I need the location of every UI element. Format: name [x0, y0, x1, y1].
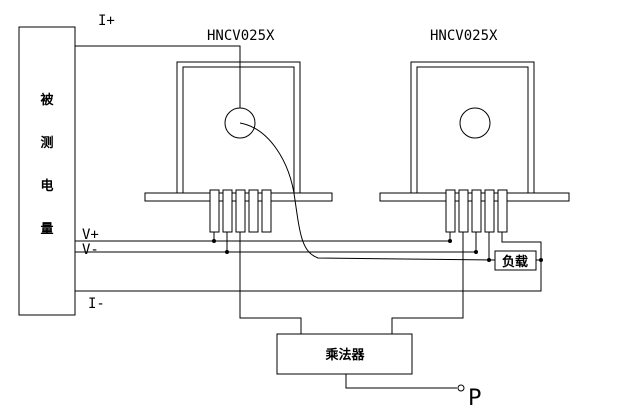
measured-quantity-char-2: 测 — [40, 135, 53, 151]
sensor-left-label: HNCV025X — [207, 28, 275, 44]
sensor-left-housing — [176, 61, 301, 195]
sensor-right-pin-2 — [458, 189, 469, 233]
sensor-left-pin-2 — [222, 189, 233, 233]
sensor-left-pin-4 — [248, 189, 259, 233]
current-plus-label: I+ — [98, 13, 115, 29]
junction-dot — [487, 258, 491, 262]
sensor-right-label: HNCV025X — [430, 28, 498, 44]
sensor-left-pin-1 — [209, 189, 220, 233]
sensor-right-hole — [459, 107, 491, 139]
sensor-left — [144, 61, 333, 233]
sensor-right-inner-outline — [416, 66, 529, 193]
current-minus-label: I- — [88, 296, 105, 312]
sensor-right-housing — [410, 61, 535, 195]
output-label: P — [468, 386, 481, 411]
wire-multiplier-output — [345, 374, 457, 389]
sensor-right-pin-3 — [471, 189, 482, 233]
load-box — [494, 250, 537, 271]
voltage-minus-label: V- — [82, 242, 99, 258]
measured-quantity-char-3: 电 — [40, 178, 53, 194]
wire-right-output-to-multiplier — [391, 232, 464, 334]
wire-voltage-plus — [75, 232, 451, 242]
sensor-right-pin-1 — [445, 189, 456, 233]
sensor-left-inner-outline — [182, 66, 295, 193]
voltage-plus-label: V+ — [82, 227, 99, 243]
sensor-left-pin-3 — [235, 189, 246, 233]
measured-quantity-block — [18, 26, 76, 316]
sensor-right-pin-4 — [484, 189, 495, 233]
wire-current-plus — [75, 45, 241, 108]
multiplier-label: 乘法器 — [324, 347, 365, 363]
sensor-right-pin-5 — [497, 189, 508, 233]
sensor-left-pin-5 — [261, 189, 272, 233]
sensor-right — [379, 61, 570, 233]
junction-dot — [448, 239, 452, 243]
junction-dot — [539, 258, 543, 262]
measured-quantity-char-1: 被 — [39, 92, 54, 108]
junction-dot — [474, 250, 478, 254]
junction-dot — [212, 239, 216, 243]
junction-dot — [225, 250, 229, 254]
wire-current-minus-return — [75, 232, 542, 292]
multiplier-box — [276, 333, 413, 375]
output-terminal — [457, 384, 465, 392]
wire-left-output-to-multiplier — [239, 232, 302, 334]
wire-voltage-minus — [75, 232, 477, 253]
load-label: 负载 — [502, 254, 528, 270]
measured-quantity-char-4: 量 — [40, 222, 53, 237]
